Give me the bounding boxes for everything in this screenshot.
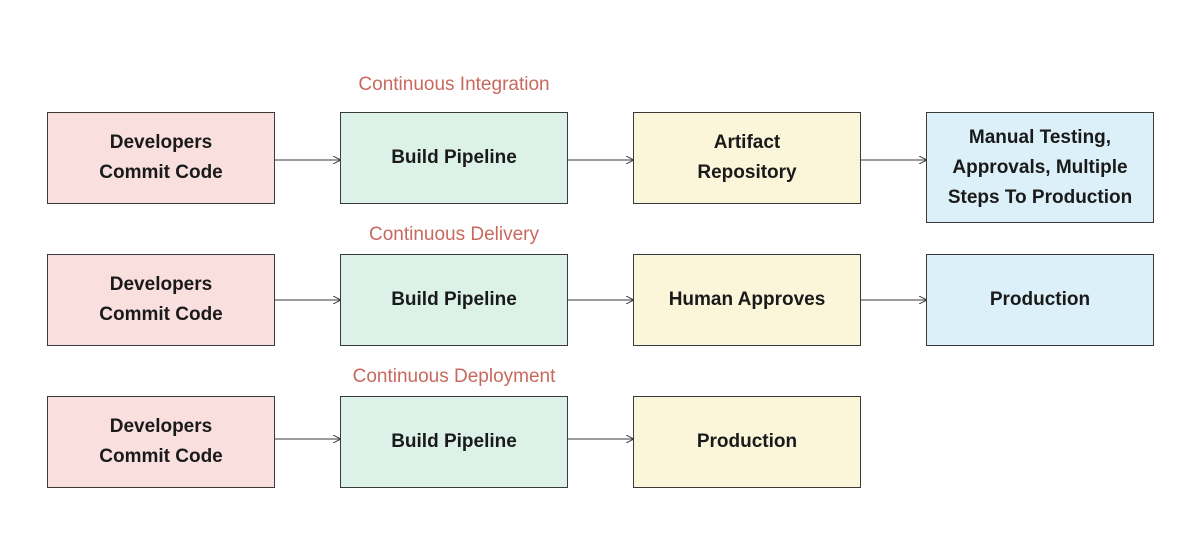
box-human-approves: Human Approves [633, 254, 861, 346]
box-build-pipeline: Build Pipeline [340, 396, 568, 488]
box-developers-commit-code: Developers Commit Code [47, 112, 275, 204]
section-title-continuous-integration: Continuous Integration [358, 74, 550, 95]
box-manual-testing: Manual Testing, Approvals, Multiple Step… [926, 112, 1154, 223]
box-build-pipeline: Build Pipeline [340, 254, 568, 346]
box-build-pipeline: Build Pipeline [340, 112, 568, 204]
section-title-continuous-deployment: Continuous Deployment [352, 366, 556, 387]
box-developers-commit-code: Developers Commit Code [47, 396, 275, 488]
box-developers-commit-code: Developers Commit Code [47, 254, 275, 346]
box-artifact-repository: Artifact Repository [633, 112, 861, 204]
box-production: Production [633, 396, 861, 488]
box-production: Production [926, 254, 1154, 346]
section-title-continuous-delivery: Continuous Delivery [368, 224, 540, 245]
